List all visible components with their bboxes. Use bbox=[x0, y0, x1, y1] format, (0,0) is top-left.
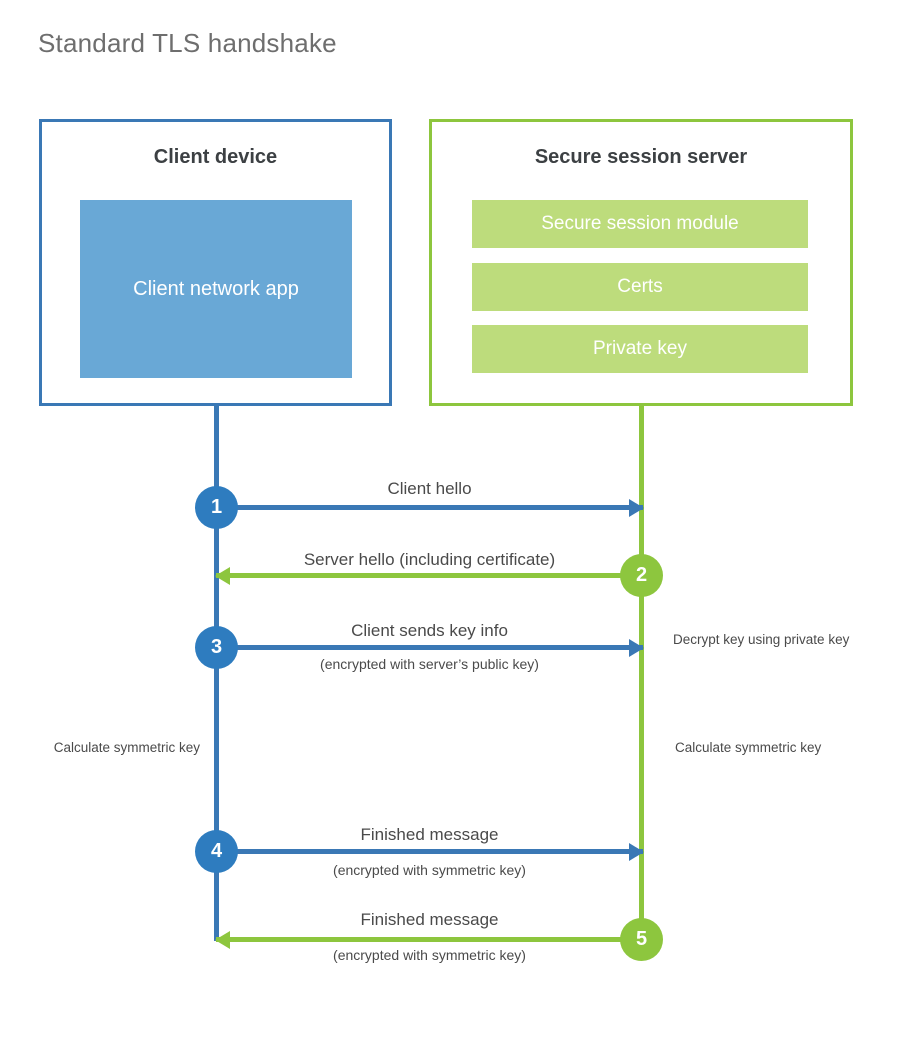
page-title: Standard TLS handshake bbox=[38, 28, 337, 58]
arrow-head-right-icon bbox=[629, 498, 644, 517]
message-arrow-step-1 bbox=[216, 498, 644, 517]
message-arrow-step-2 bbox=[215, 566, 643, 585]
message-label-step-2: Server hello (including certificate) bbox=[303, 550, 556, 569]
arrow-head-right-icon bbox=[629, 842, 644, 861]
step-circle-2: 2 bbox=[620, 554, 663, 597]
arrow-head-left-icon bbox=[215, 566, 230, 585]
server-block-certs: Certs bbox=[472, 263, 808, 311]
annotation-client-calculate-symmetric-key: Calculate symmetric key bbox=[53, 740, 200, 755]
message-sublabel-step-5: (encrypted with symmetric key) bbox=[333, 947, 526, 963]
client-network-app-block: Client network app bbox=[80, 200, 352, 378]
message-label-step-1: Client hello bbox=[387, 479, 472, 498]
client-device-title: Client device bbox=[153, 146, 278, 168]
message-arrow-step-3 bbox=[216, 638, 644, 657]
secure-session-server-box: Secure session server Secure session mod… bbox=[429, 119, 853, 406]
secure-session-server-title: Secure session server bbox=[534, 146, 748, 168]
arrow-head-left-icon bbox=[215, 930, 230, 949]
step-circle-5: 5 bbox=[620, 918, 663, 961]
step-circle-3: 3 bbox=[195, 626, 238, 669]
message-sublabel-step-3: (encrypted with server’s public key) bbox=[320, 656, 539, 672]
server-block-secure-session-module: Secure session module bbox=[472, 200, 808, 248]
message-arrow-step-5 bbox=[215, 930, 643, 949]
message-sublabel-step-4: (encrypted with symmetric key) bbox=[333, 862, 526, 878]
message-label-step-3: Client sends key info bbox=[351, 621, 508, 640]
client-device-box: Client device Client network app bbox=[39, 119, 392, 406]
annotation-decrypt-key: Decrypt key using private key bbox=[673, 632, 850, 647]
message-label-step-4: Finished message bbox=[360, 825, 499, 844]
server-lifeline bbox=[639, 403, 644, 941]
arrow-head-right-icon bbox=[629, 638, 644, 657]
step-circle-1: 1 bbox=[195, 486, 238, 529]
client-lifeline bbox=[214, 403, 219, 941]
server-block-private-key: Private key bbox=[472, 325, 808, 373]
annotation-server-calculate-symmetric-key: Calculate symmetric key bbox=[675, 740, 822, 755]
step-circle-4: 4 bbox=[195, 830, 238, 873]
message-label-step-5: Finished message bbox=[360, 910, 499, 929]
message-arrow-step-4 bbox=[216, 842, 644, 861]
